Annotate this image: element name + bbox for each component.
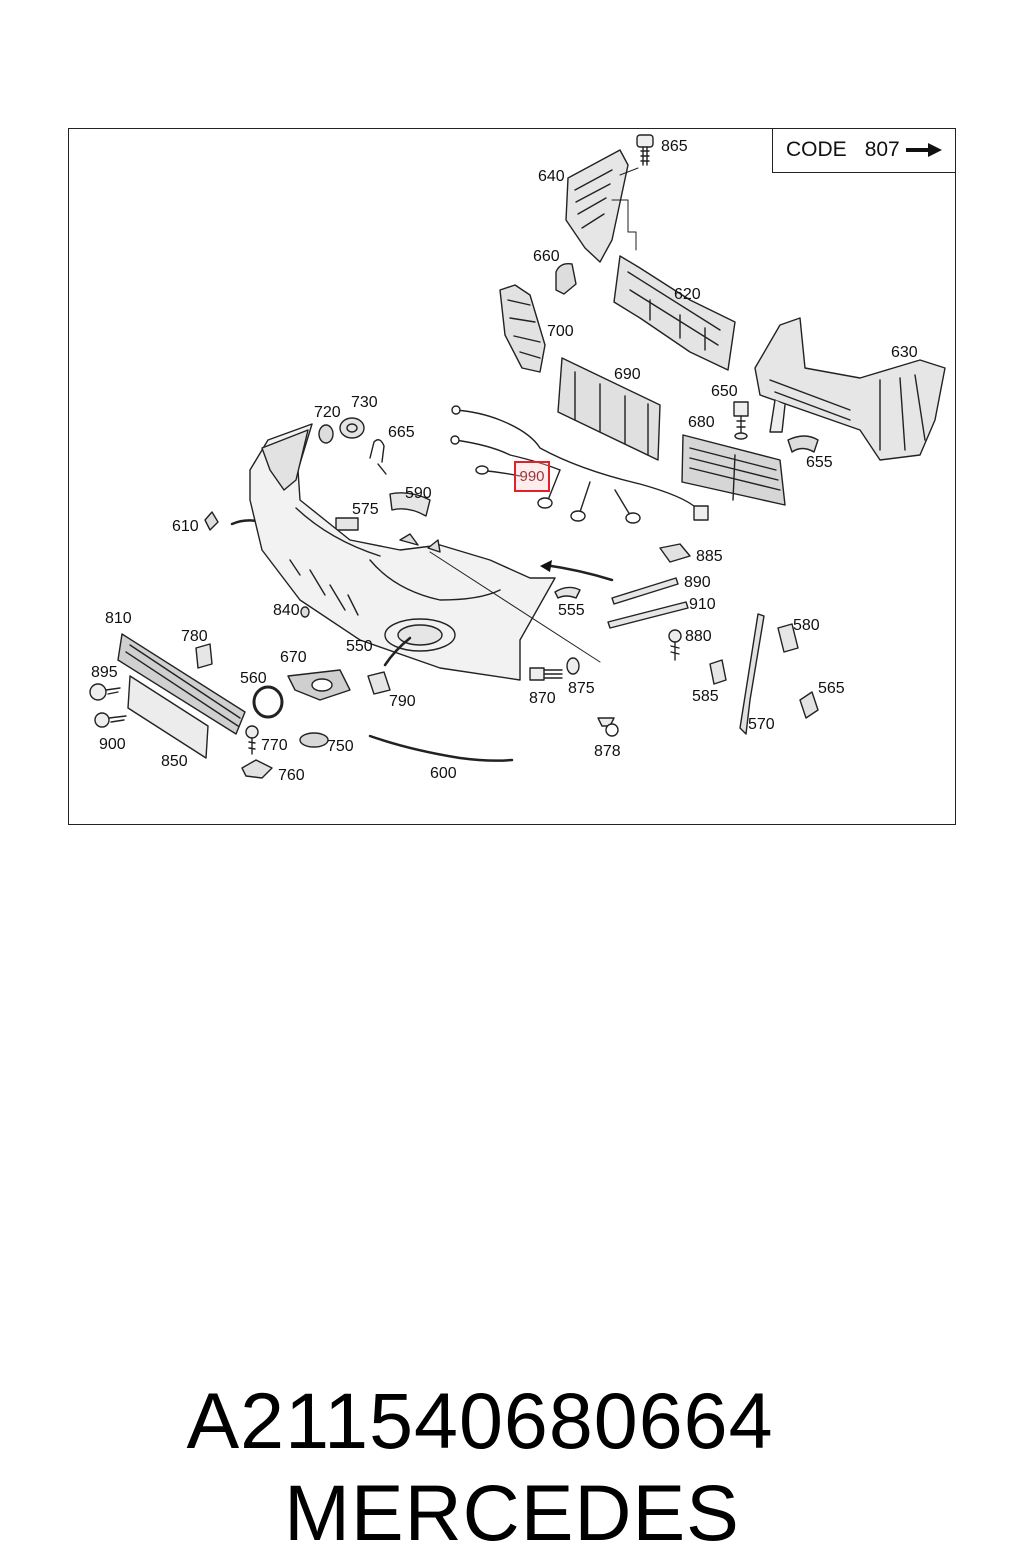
part-570-strip — [739, 613, 765, 735]
label-585: 585 — [692, 688, 719, 705]
label-560: 560 — [240, 670, 267, 687]
label-655: 655 — [806, 454, 833, 471]
label-580: 580 — [793, 617, 820, 634]
part-610-clip — [204, 511, 219, 531]
part-550-bumper-cover — [249, 423, 556, 681]
code-box: CODE 807 — [772, 128, 956, 173]
part-810-grille — [117, 633, 246, 735]
label-875: 875 — [568, 680, 595, 697]
label-865: 865 — [661, 138, 688, 155]
exploded-parts-drawing — [89, 134, 946, 779]
label-850: 850 — [161, 753, 188, 770]
product-footer: A211540680664MERCEDES — [0, 1375, 1024, 1559]
label-870: 870 — [529, 690, 556, 707]
part-565-bracket — [799, 691, 819, 719]
label-878: 878 — [594, 743, 621, 760]
label-640: 640 — [538, 168, 565, 185]
part-760-bracket — [241, 759, 273, 779]
part-655-wedge — [787, 435, 819, 453]
label-600: 600 — [430, 765, 457, 782]
label-555: 555 — [558, 602, 585, 619]
part-620-beam — [613, 255, 736, 371]
part-560-ring — [252, 685, 284, 719]
label-650: 650 — [711, 383, 738, 400]
part-730-sensor — [339, 417, 365, 439]
part-900-screw — [94, 712, 127, 728]
part-875-washer — [566, 657, 580, 675]
label-665: 665 — [388, 424, 415, 441]
label-550: 550 — [346, 638, 373, 655]
part-640-bracket — [565, 149, 629, 263]
label-790: 790 — [389, 693, 416, 710]
part-885-clip — [659, 543, 691, 563]
part-580-clip — [777, 623, 799, 653]
part-680-grille — [681, 434, 786, 506]
label-630: 630 — [891, 344, 918, 361]
part-780-clip — [195, 643, 213, 669]
label-610: 610 — [172, 518, 199, 535]
label-660: 660 — [533, 248, 560, 265]
label-690: 690 — [614, 366, 641, 383]
label-620: 620 — [674, 286, 701, 303]
part-585-clip — [709, 659, 727, 685]
part-650-bolt — [733, 401, 749, 440]
part-660-clip — [555, 262, 577, 295]
label-680: 680 — [688, 414, 715, 431]
label-910: 910 — [689, 596, 716, 613]
code-number: 807 — [864, 138, 900, 161]
label-750: 750 — [327, 738, 354, 755]
label-565: 565 — [818, 680, 845, 697]
label-730: 730 — [351, 394, 378, 411]
label-770: 770 — [261, 737, 288, 754]
part-878-clip — [597, 717, 619, 737]
label-840: 840 — [273, 602, 300, 619]
part-600-strip — [368, 734, 514, 762]
arrow-right-icon — [905, 143, 942, 157]
label-700: 700 — [547, 323, 574, 340]
part-770-screw — [245, 725, 259, 755]
label-590: 590 — [405, 485, 432, 502]
part-number: A211540680664 — [186, 1376, 774, 1465]
part-665-clip — [369, 439, 387, 475]
part-700-bracket — [499, 284, 546, 373]
part-690-absorber — [557, 357, 661, 461]
highlighted-part-990: 990 — [514, 461, 550, 492]
part-750-pad — [299, 732, 329, 748]
label-890: 890 — [684, 574, 711, 591]
label-885: 885 — [696, 548, 723, 565]
brand-name: MERCEDES — [284, 1468, 740, 1557]
label-780: 780 — [181, 628, 208, 645]
label-895: 895 — [91, 664, 118, 681]
part-880-screw — [668, 629, 682, 661]
part-790-clip — [367, 671, 391, 695]
label-570: 570 — [748, 716, 775, 733]
label-880: 880 — [685, 628, 712, 645]
label-720: 720 — [314, 404, 341, 421]
part-590-trim — [389, 492, 431, 517]
part-555-trim — [554, 586, 581, 599]
part-870-bolt — [529, 667, 563, 681]
label-575: 575 — [352, 501, 379, 518]
label-900: 900 — [99, 736, 126, 753]
part-990-harness — [450, 405, 709, 524]
label-670: 670 — [280, 649, 307, 666]
part-890-strip — [611, 577, 679, 605]
part-910-strip — [607, 601, 689, 629]
part-720-sensor-ring — [318, 424, 334, 444]
part-630-bracket — [754, 317, 946, 461]
part-670-fog-grille — [287, 669, 351, 701]
part-850-plate — [127, 675, 209, 759]
label-810: 810 — [105, 610, 132, 627]
label-760: 760 — [278, 767, 305, 784]
part-895-screw — [89, 683, 121, 701]
part-865-bolt — [636, 134, 654, 166]
part-575-block — [335, 517, 359, 531]
code-label: CODE — [786, 138, 847, 161]
